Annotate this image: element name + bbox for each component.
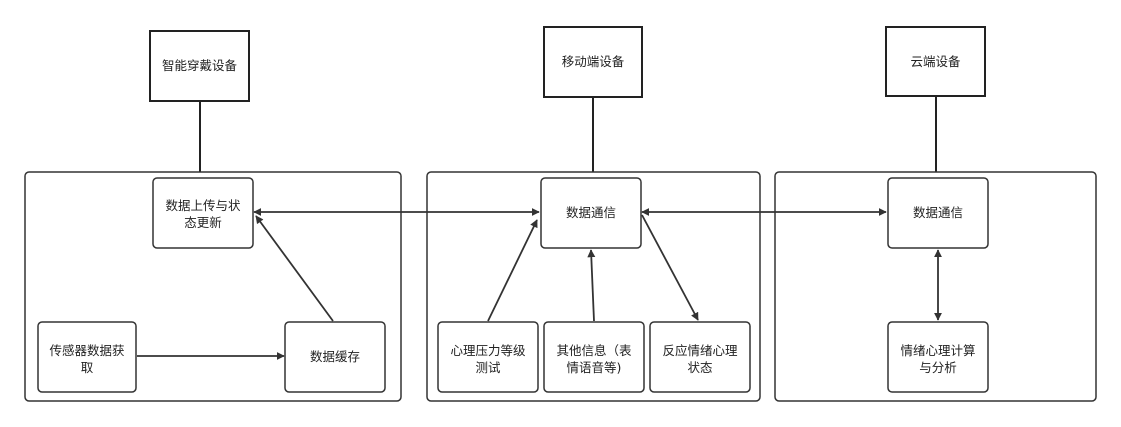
react-state-line-1: 反应情绪心理 <box>662 343 738 358</box>
other-info-node <box>543 321 645 393</box>
react-state-line-2: 状态 <box>687 360 712 375</box>
sensor-node-line-2: 取 <box>81 360 94 375</box>
mobile-device-label: 移动端设备 <box>562 54 625 69</box>
arrow-cache-upload <box>255 215 334 322</box>
upload-node-line-1: 数据上传与状 <box>165 198 241 213</box>
wearable-device-box <box>149 30 250 102</box>
mobile-comm-label: 数据通信 <box>566 205 616 220</box>
wearable-device-label: 智能穿戴设备 <box>162 58 238 73</box>
analysis-line-2: 与分析 <box>919 360 957 375</box>
cache-node <box>284 321 386 393</box>
wearable-group <box>24 171 402 402</box>
sensor-node-line-1: 传感器数据获 <box>49 343 124 358</box>
cache-node-label: 数据缓存 <box>310 349 360 364</box>
analysis-node <box>887 321 989 393</box>
mobile-device-box <box>543 26 643 98</box>
stress-test-line-2: 测试 <box>475 360 501 375</box>
other-info-line-1: 其他信息（表 <box>556 343 632 358</box>
analysis-line-1: 情绪心理计算 <box>900 343 975 358</box>
other-info-line-2: 情语音等) <box>567 360 622 375</box>
stress-test-node <box>437 321 539 393</box>
arrow-stress-comm <box>487 219 538 322</box>
cloud-group <box>774 171 1097 402</box>
upload-node <box>152 177 254 249</box>
cloud-comm-label: 数据通信 <box>913 205 963 220</box>
sensor-node <box>37 321 137 393</box>
stress-test-line-1: 心理压力等级 <box>450 343 526 358</box>
arrow-other-comm <box>587 249 596 322</box>
cloud-device-box <box>885 26 986 97</box>
mobile-comm-node <box>540 177 642 249</box>
mobile-group <box>426 171 761 402</box>
upload-node-line-2: 态更新 <box>184 215 222 230</box>
react-state-node <box>649 321 751 393</box>
cloud-comm-node <box>887 177 989 249</box>
arrow-comm-react <box>641 214 699 321</box>
cloud-device-label: 云端设备 <box>910 54 961 69</box>
